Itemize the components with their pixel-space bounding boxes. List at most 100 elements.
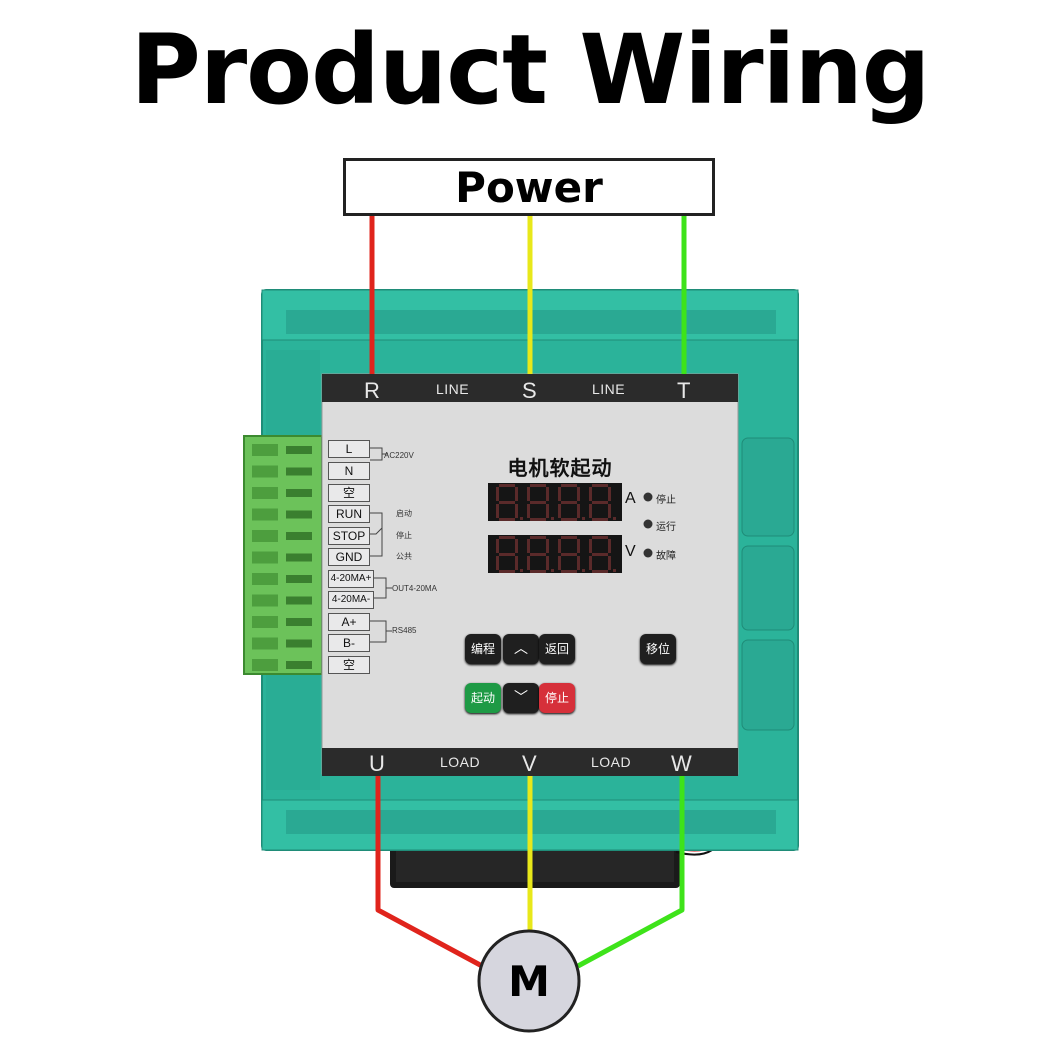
line-label-1: LINE [436, 381, 470, 397]
led-run-indicator [643, 519, 653, 529]
label-a-plus: A+ [328, 613, 370, 631]
label-l: L [328, 440, 370, 458]
label-4-20ma-minus: 4-20MA- [328, 591, 374, 609]
connector-slot [252, 508, 278, 521]
program-button[interactable]: 编程 [465, 634, 501, 664]
wire-w [576, 776, 685, 969]
segment [527, 504, 530, 518]
power-box: Power [343, 158, 715, 216]
segment [546, 556, 549, 570]
segment [530, 501, 546, 504]
segment [592, 484, 608, 487]
group-common: 公共 [396, 552, 412, 561]
segment [546, 504, 549, 518]
segment [496, 539, 499, 553]
segment [561, 518, 577, 521]
connector-slot [252, 487, 278, 499]
unit-bottom: V [625, 543, 636, 560]
connector-slot [252, 594, 278, 607]
segment [527, 556, 530, 570]
front-panel [321, 373, 739, 776]
label-b-minus: B- [328, 634, 370, 652]
group-stop: 停止 [396, 531, 412, 540]
segment [499, 501, 515, 504]
decimal-point [613, 517, 616, 520]
label-empty-2: 空 [328, 656, 370, 674]
label-run: RUN [328, 505, 370, 523]
segment [499, 536, 515, 539]
segment [558, 539, 561, 553]
load-label-1: LOAD [440, 754, 481, 770]
segment [527, 487, 530, 501]
connector-slot [252, 444, 278, 456]
segment [561, 501, 577, 504]
segment [499, 553, 515, 556]
decimal-point [551, 569, 554, 572]
up-button[interactable]: ︿ [503, 634, 539, 664]
connector-screw [286, 639, 312, 648]
wire-u [375, 776, 484, 969]
connector-slot [252, 573, 278, 585]
group-rs485: RS485 [392, 626, 417, 635]
segment [608, 487, 611, 501]
back-button[interactable]: 返回 [539, 634, 575, 664]
segment [515, 504, 518, 518]
segment [558, 487, 561, 501]
connector-screw [286, 575, 312, 583]
segment [527, 539, 530, 553]
connector-slot [252, 637, 278, 650]
stop-button[interactable]: 停止 [539, 683, 575, 713]
start-button[interactable]: 起动 [465, 683, 501, 713]
segment [592, 501, 608, 504]
segment [608, 539, 611, 553]
segment [577, 539, 580, 553]
label-empty-1: 空 [328, 484, 370, 502]
terminal-group-lines [370, 447, 392, 643]
connector-slot [252, 616, 278, 628]
segment [561, 536, 577, 539]
segment [499, 570, 515, 573]
decimal-point [582, 569, 585, 572]
decimal-point [551, 517, 554, 520]
chevron-down-icon: ﹀ [514, 690, 528, 706]
terminal-s: S [522, 378, 537, 403]
segment [558, 556, 561, 570]
group-out: OUT4-20MA [392, 584, 437, 593]
segment [592, 570, 608, 573]
segment [608, 556, 611, 570]
terminal-w: W [671, 751, 692, 776]
terminal-v: V [522, 751, 537, 776]
led-fault-indicator [643, 548, 653, 558]
display-bottom [488, 535, 622, 573]
segment [530, 518, 546, 521]
shift-button[interactable]: 移位 [640, 634, 676, 664]
group-ac220v: AC220V [384, 451, 414, 460]
segment [496, 504, 499, 518]
segment [561, 553, 577, 556]
page-title: Product Wiring [130, 14, 930, 126]
display-top [488, 483, 622, 521]
led-stop-indicator [643, 492, 653, 502]
label-4-20ma-plus: 4-20MA+ [328, 570, 374, 588]
segment [496, 487, 499, 501]
chevron-up-icon: ︿ [514, 641, 528, 657]
segment [515, 487, 518, 501]
segment [577, 556, 580, 570]
unit-top: A [625, 490, 636, 507]
segment [561, 484, 577, 487]
segment [589, 556, 592, 570]
motor-circle [477, 929, 581, 1033]
down-button[interactable]: ﹀ [503, 683, 539, 713]
label-stop: STOP [328, 527, 370, 545]
load-label-2: LOAD [591, 754, 632, 770]
segment [515, 556, 518, 570]
segment [530, 553, 546, 556]
segment [496, 556, 499, 570]
segment [499, 484, 515, 487]
segment [546, 539, 549, 553]
segment [592, 536, 608, 539]
decimal-point [582, 517, 585, 520]
group-start: 启动 [396, 509, 412, 518]
